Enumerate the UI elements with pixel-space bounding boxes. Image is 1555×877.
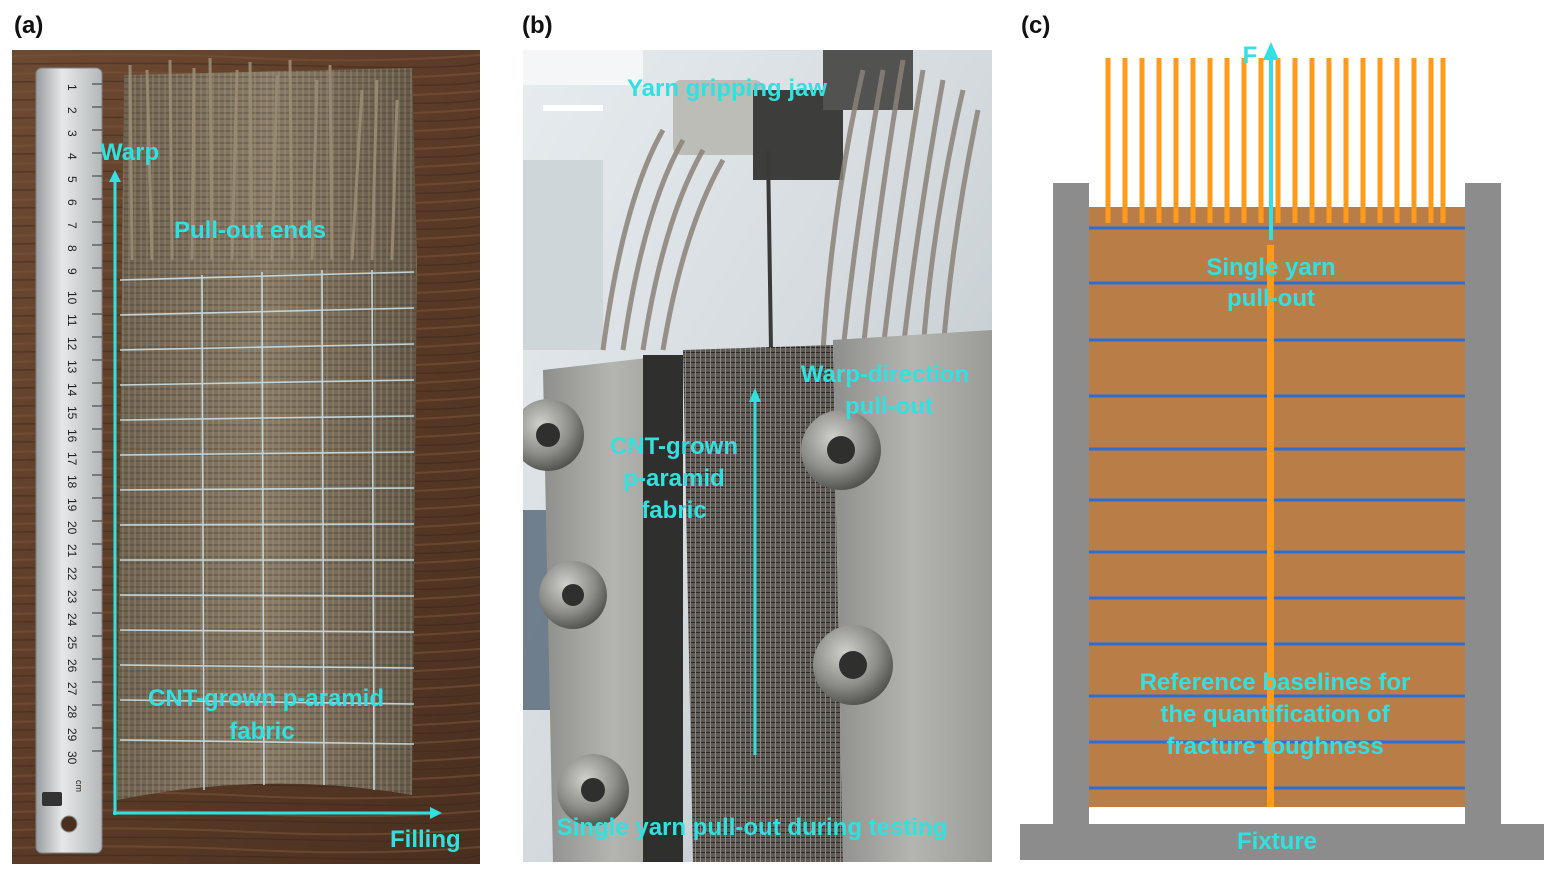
single-yarn-label-line2: pull-out	[1227, 285, 1315, 312]
ruler-tick-label: 18	[65, 475, 79, 489]
fixture-label: Fixture	[1237, 828, 1317, 855]
pullout-ends-label: Pull-out ends	[174, 217, 326, 244]
ruler-tick-label: 26	[65, 659, 79, 673]
single-yarn	[1267, 245, 1274, 807]
ruler-tick-label: 8	[65, 245, 79, 252]
panel-c-label: (c)	[1021, 12, 1051, 39]
fabric-block	[1089, 207, 1465, 807]
ruler-tick-label: 29	[65, 728, 79, 742]
ruler-tick-label: 22	[65, 567, 79, 581]
baselines-label-line1: Reference baselines for	[1140, 669, 1411, 696]
ruler-tick-label: 21	[65, 544, 79, 558]
ruler-tick-label: 5	[65, 176, 79, 183]
warp-arrow	[109, 170, 121, 815]
force-arrow	[1263, 42, 1279, 240]
ruler-tick-label: 7	[65, 222, 79, 229]
ruler-tick-label: 15	[65, 406, 79, 420]
ruler-tick-label: 25	[65, 636, 79, 650]
ruler-tick-label: 4	[65, 153, 79, 160]
ruler-tick-label: 3	[65, 130, 79, 137]
ruler-tick-label: 12	[65, 337, 79, 351]
panel-c-schematic: F Single yarn pull-out Reference baselin…	[1015, 40, 1545, 862]
filling-label: Filling	[390, 826, 461, 853]
ruler-tick-label: 2	[65, 107, 79, 114]
fabric-label-line3: fabric	[641, 497, 706, 524]
jaw-label: Yarn gripping jaw	[627, 75, 827, 102]
warp-direction-label-line2: pull-out	[845, 393, 933, 420]
ruler-tick-label: 23	[65, 590, 79, 604]
filling-arrow	[113, 807, 442, 819]
ruler-tick-label: 16	[65, 429, 79, 443]
ruler-tick-label: 28	[65, 705, 79, 719]
ruler-tick-label: 19	[65, 498, 79, 512]
warp-direction-label-line1: Warp-direction	[801, 361, 969, 388]
ruler-tick-label: 27	[65, 682, 79, 696]
baselines-label-line3: fracture toughness	[1166, 733, 1383, 760]
ruler-tick-label: 20	[65, 521, 79, 535]
ruler-tick-label: 24	[65, 613, 79, 627]
reference-baselines	[1089, 226, 1465, 790]
single-yarn-label-line1: Single yarn	[1206, 254, 1335, 281]
fabric-label-line1: CNT-grown p-aramid	[148, 685, 384, 712]
fabric-label-line2: p-aramid	[623, 465, 724, 492]
panel-a-label: (a)	[14, 12, 44, 39]
ruler-tick-label: 17	[65, 452, 79, 466]
ruler-tick-label: 9	[65, 268, 79, 275]
panel-b-label: (b)	[522, 12, 553, 39]
ruler-tick-label: 11	[65, 314, 79, 327]
yarn-fringe	[1105, 58, 1446, 223]
baselines-label-line2: the quantification of	[1160, 701, 1390, 728]
fabric-label-line2: fabric	[229, 718, 294, 745]
warp-label: Warp	[100, 139, 159, 166]
force-label: F	[1243, 42, 1258, 69]
ruler-unit: cm	[74, 780, 84, 792]
warp-direction-arrow	[749, 388, 761, 755]
fabric-label-line1: CNT-grown	[610, 433, 738, 460]
fixture	[1020, 183, 1544, 860]
ruler-tick-label: 30	[65, 751, 79, 765]
panel-b-photo: Yarn gripping jaw Warp-direction pull-ou…	[523, 50, 992, 862]
ruler-tick-label: 10	[65, 291, 79, 305]
ruler-tick-label: 14	[65, 383, 79, 397]
testing-caption: Single yarn pull-out during testing	[557, 814, 948, 841]
ruler-tick-label: 6	[65, 199, 79, 206]
ruler-tick-label: 13	[65, 360, 79, 374]
ruler-tick-label: 1	[65, 84, 79, 91]
